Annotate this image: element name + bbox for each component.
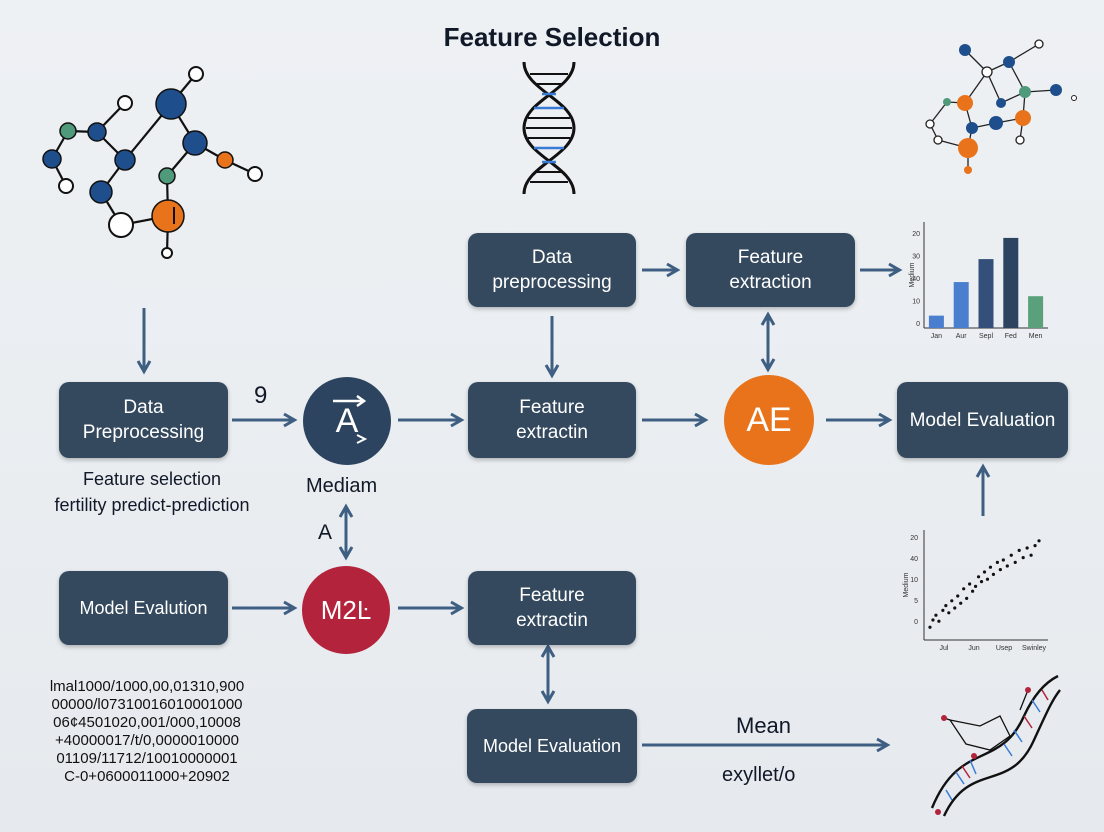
scatter-point	[959, 601, 963, 605]
box-model-evaluation-bottom: Model Evaluation	[467, 709, 637, 783]
bar-xtick-0: Jan	[931, 333, 942, 340]
scatter-point	[934, 613, 938, 617]
scatter-point	[947, 611, 951, 615]
bar-fed	[1003, 237, 1019, 328]
scatter-xtick-1: Jun	[968, 645, 979, 652]
circle-a-vector-label: A	[335, 401, 359, 440]
scatter-point	[985, 577, 990, 581]
circle-m2: M2Ŀ	[302, 566, 390, 654]
bar-aur	[953, 282, 969, 328]
bar-ytick-0: 0	[916, 321, 920, 328]
circle-a-vector: A	[303, 377, 391, 465]
scatter-xtick-0: Jul	[940, 645, 949, 652]
label-exyllet: exyllet/o	[722, 764, 796, 786]
box-data-preprocessing-left: Data Preprocessing	[59, 382, 228, 458]
bar-xtick-1: Aur	[956, 333, 968, 340]
scatter-point	[982, 570, 987, 574]
scatter-point	[1013, 560, 1017, 565]
scatter-point	[1017, 548, 1021, 553]
scatter-ytick-4: 20	[910, 535, 918, 542]
scatter-point	[998, 568, 1002, 572]
bar-sepl	[978, 259, 994, 328]
box-feature-extractin-bottom: Feature extractin	[468, 571, 636, 645]
scatter-point	[953, 606, 957, 610]
scatter-point	[988, 565, 993, 569]
scatter-point	[1005, 564, 1009, 568]
box-model-evalution-left: Model Evalution	[59, 571, 228, 645]
label-mediam: Mediam	[306, 475, 378, 497]
scatter-point	[1021, 556, 1025, 560]
scatter-ylabel: Medium	[903, 572, 910, 597]
scatter-point	[931, 618, 935, 622]
scatter-point	[944, 604, 948, 608]
box-model-evaluation-right: Model Evaluation	[897, 382, 1068, 458]
circle-ae: AE	[724, 375, 814, 465]
scatter-point	[973, 584, 978, 589]
bar-ytick-3: 30	[912, 253, 920, 260]
scatter-xtick-3: Swinley	[1022, 645, 1047, 652]
scatter-ytick-0: 0	[914, 619, 918, 626]
scatter-point	[979, 580, 984, 584]
scatter-ytick-2: 10	[910, 577, 918, 584]
scatter-point	[991, 572, 996, 577]
scatter-point	[941, 608, 945, 613]
scatter-point	[956, 594, 960, 598]
box-feature-extraction-top: Feature extraction	[686, 233, 855, 307]
scatter-ytick-1: 5	[914, 598, 918, 605]
scatter-point	[950, 599, 954, 603]
scatter-point	[965, 596, 969, 601]
scatter-point	[971, 589, 975, 593]
page-title: Feature Selection	[443, 22, 661, 52]
scatter-point	[937, 619, 941, 623]
bar-xtick-3: Fed	[1005, 333, 1017, 340]
scatter-xtick-2: Usep	[996, 645, 1012, 652]
label-mean: Mean	[736, 713, 792, 738]
bar-ytick-2: 40	[912, 276, 920, 283]
bar-men	[1028, 296, 1044, 328]
scatter-point	[968, 582, 972, 586]
label-a-small: A	[318, 521, 333, 544]
bar-ylabel: Medium	[909, 262, 916, 287]
bar-jan	[928, 315, 944, 328]
bar-ytick-1: 10	[912, 298, 920, 305]
scatter-point	[1029, 553, 1033, 557]
scatter-point	[976, 575, 981, 579]
scatter-point	[1001, 558, 1005, 562]
bar-xtick-4: Men	[1029, 333, 1043, 340]
binary-data-block: lmal1000/1000,00,01310,900 00000/l073100…	[49, 678, 245, 785]
bar-xtick-2: Sepl	[979, 333, 993, 340]
scatter-point	[1025, 546, 1029, 550]
box-data-preprocessing-top: Data preprocessing	[468, 233, 636, 307]
vector-arrow-icon	[333, 394, 368, 444]
bar-ytick-4: 20	[912, 231, 920, 238]
caption-feature-selection: Feature selection fertility predict-pred…	[54, 469, 250, 515]
scatter-point	[962, 587, 966, 591]
scatter-point	[1037, 539, 1041, 543]
scatter-point	[1009, 553, 1013, 557]
scatter-ytick-3: 40	[910, 556, 918, 563]
scatter-point	[995, 560, 999, 565]
scatter-point	[928, 625, 932, 629]
label-nine: 9	[254, 382, 268, 409]
scatter-point	[1033, 544, 1037, 548]
box-feature-extractin-mid: Feature extractin	[468, 382, 636, 458]
